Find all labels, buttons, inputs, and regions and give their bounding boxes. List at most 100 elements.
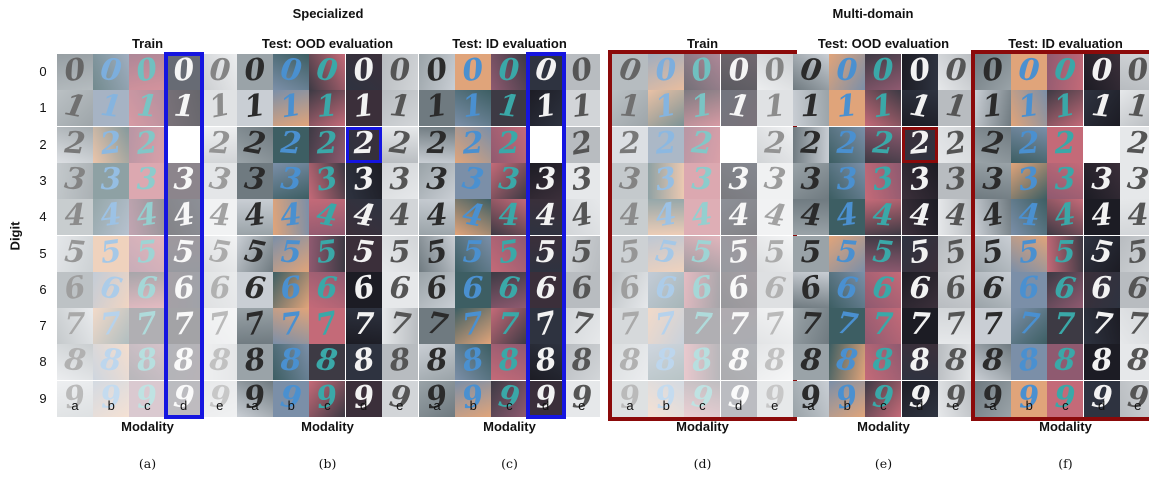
digit-image-cell: 2 xyxy=(201,126,238,163)
digit-glyph: 2 xyxy=(836,126,858,161)
digit-glyph: 8 xyxy=(799,344,823,380)
subfigure-caption: (e) xyxy=(874,456,893,471)
digit-image-cell: 0 xyxy=(1047,54,1084,90)
digit-image-cell: 3 xyxy=(865,162,902,199)
digit-image-cell: 2 xyxy=(793,126,829,163)
digit-image-cell: 8 xyxy=(829,344,866,381)
digit-glyph: 6 xyxy=(689,271,716,308)
digit-image-cell: 4 xyxy=(612,199,648,236)
digit-image-cell: 4 xyxy=(901,199,938,236)
digit-image-cell: 0 xyxy=(720,54,757,90)
digit-image-cell: 5 xyxy=(1083,235,1120,272)
digit-image-cell: 4 xyxy=(720,199,757,236)
digit-image-cell: 4 xyxy=(381,199,418,236)
digit-image-cell: 6 xyxy=(93,271,130,308)
digit-image-cell: 8 xyxy=(165,344,202,381)
digit-image-cell: 9 xyxy=(756,380,793,417)
row-label: 7 xyxy=(39,318,47,334)
digit-glyph: 5 xyxy=(135,235,160,271)
digit-image-cell: 9 xyxy=(684,380,721,417)
digit-image-cell: 7 xyxy=(381,308,418,345)
column-label: a xyxy=(989,398,997,413)
panel-title: Train xyxy=(131,36,164,51)
digit-glyph: 5 xyxy=(690,235,715,271)
x-axis-label: Modality xyxy=(483,419,536,434)
digit-image-cell: 4 xyxy=(1011,199,1048,236)
digit-image-cell: 7 xyxy=(756,308,793,345)
digit-image-cell: 0 xyxy=(57,54,93,90)
digit-glyph: 5 xyxy=(726,235,751,271)
digit-image-cell: 6 xyxy=(491,271,528,308)
digit-image-cell: 1 xyxy=(829,90,866,127)
digit-glyph: 1 xyxy=(688,90,716,126)
digit-glyph: 1 xyxy=(532,90,559,126)
digit-glyph: 6 xyxy=(242,271,268,307)
digit-image-cell: 8 xyxy=(720,344,757,381)
digit-image-cell: 4 xyxy=(57,199,93,236)
digit-image-cell: 9 xyxy=(720,380,757,417)
digit-image-cell: 0 xyxy=(309,54,346,90)
digit-glyph: 0 xyxy=(460,54,486,90)
digit-image-cell: 9 xyxy=(937,380,974,417)
digit-image-cell: 2 xyxy=(93,126,130,163)
digit-glyph: 0 xyxy=(350,54,377,90)
digit-glyph: 2 xyxy=(979,126,1007,163)
digit-image-cell: 5 xyxy=(720,235,757,272)
panel-title: Test: ID evaluation xyxy=(452,36,567,51)
digit-glyph: 8 xyxy=(727,344,750,379)
digit-glyph: 1 xyxy=(1016,90,1042,126)
digit-image-cell: 4 xyxy=(491,199,528,236)
digit-glyph: 7 xyxy=(386,308,413,344)
digit-image-cell: 6 xyxy=(237,271,273,308)
digit-image-cell: 5 xyxy=(1119,235,1149,272)
digit-image-cell: 3 xyxy=(1011,162,1048,199)
digit-glyph: 7 xyxy=(498,308,521,343)
digit-image-cell: 0 xyxy=(455,54,492,90)
digit-glyph: 5 xyxy=(571,235,593,270)
digit-glyph: 1 xyxy=(870,90,897,126)
digit-glyph: 2 xyxy=(208,126,232,162)
digit-glyph: 2 xyxy=(654,126,678,162)
digit-image-cell: 1 xyxy=(527,90,564,127)
column-label: c xyxy=(1062,398,1069,413)
digit-glyph: 0 xyxy=(654,54,678,89)
column-label: b xyxy=(843,398,851,413)
digit-image-cell: 8 xyxy=(612,344,648,381)
digit-glyph: 5 xyxy=(942,235,970,272)
digit-glyph: 7 xyxy=(64,308,86,343)
digit-image-cell xyxy=(1083,126,1120,163)
digit-image-cell: 5 xyxy=(237,235,273,272)
digit-image-cell: 9 xyxy=(527,380,564,417)
digit-image-cell: 6 xyxy=(1047,271,1084,308)
digit-glyph: 7 xyxy=(728,308,750,343)
digit-image-cell: 2 xyxy=(563,126,600,163)
digit-glyph: 6 xyxy=(762,271,788,307)
digit-glyph: 6 xyxy=(1091,271,1113,306)
digit-glyph: 2 xyxy=(907,126,932,162)
digit-image-cell: 2 xyxy=(381,126,418,163)
digit-image-cell: 8 xyxy=(57,344,93,381)
digit-image-cell: 4 xyxy=(345,199,382,236)
digit-image-cell: 6 xyxy=(648,271,685,308)
digit-glyph: 2 xyxy=(316,126,339,162)
digit-glyph: 0 xyxy=(243,54,267,89)
digit-glyph: 4 xyxy=(1017,199,1041,234)
digit-image-cell: 8 xyxy=(1011,344,1048,381)
digit-image-cell: 9 xyxy=(455,380,492,417)
digit-image-cell: 7 xyxy=(237,308,273,345)
digit-image-cell: 5 xyxy=(1047,235,1084,272)
digit-image-cell: 4 xyxy=(201,199,238,236)
digit-image-cell: 4 xyxy=(1047,199,1084,236)
digit-image-cell: 2 xyxy=(129,126,166,163)
digit-glyph: 8 xyxy=(134,344,161,380)
column-label: c xyxy=(506,398,513,413)
digit-image-cell: 1 xyxy=(491,90,528,127)
digit-image-cell: 8 xyxy=(419,344,455,381)
digit-image-cell: 2 xyxy=(648,126,685,163)
digit-image-cell: 6 xyxy=(345,271,382,308)
digit-glyph: 4 xyxy=(568,199,596,235)
digit-image-cell: 6 xyxy=(129,271,166,308)
digit-image-cell: 3 xyxy=(381,162,418,199)
digit-image-cell: 5 xyxy=(381,235,418,272)
